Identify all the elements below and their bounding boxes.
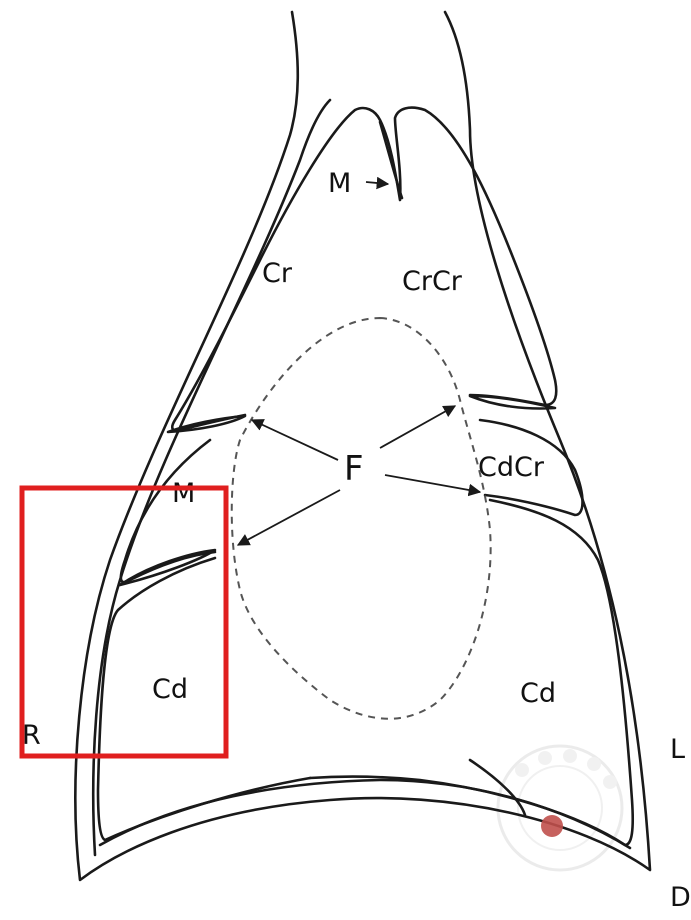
fissure-arrow-lower-right: [385, 475, 480, 492]
label-fissure: F: [344, 449, 364, 489]
caudal-lobe-left: [310, 500, 633, 845]
dot-marker-icon: [541, 815, 563, 837]
thoracic-wall-inner: [93, 100, 525, 855]
label-dorsal: D: [670, 882, 691, 913]
mediastinum-arrow: [366, 182, 388, 184]
fissure-arrow-upper-left: [252, 420, 338, 460]
gear-watermark-icon: [498, 746, 622, 870]
label-right-side: R: [22, 720, 41, 751]
fissure-arrow-lower-left: [238, 490, 340, 545]
thoracic-wall-outer: [75, 12, 650, 880]
diaphragm: [100, 780, 630, 848]
highlight-box: [22, 488, 226, 756]
caudal-lobe-right: [98, 558, 310, 840]
heart-silhouette-dashed: [232, 318, 491, 719]
label-middle-right: M: [172, 478, 195, 509]
label-caudal-left: Cd: [520, 678, 556, 709]
label-cranial-left: CrCr: [402, 266, 463, 297]
fissure-arrow-upper-right: [380, 406, 455, 448]
label-caudal-right: Cd: [152, 674, 188, 705]
label-left-side: L: [670, 734, 685, 765]
label-cranial-right: Cr: [262, 258, 293, 289]
label-mediastinum-top: M: [328, 168, 351, 199]
cranial-lobes-outline: [172, 108, 556, 431]
label-caudal-cranial-left: CdCr: [478, 452, 545, 483]
